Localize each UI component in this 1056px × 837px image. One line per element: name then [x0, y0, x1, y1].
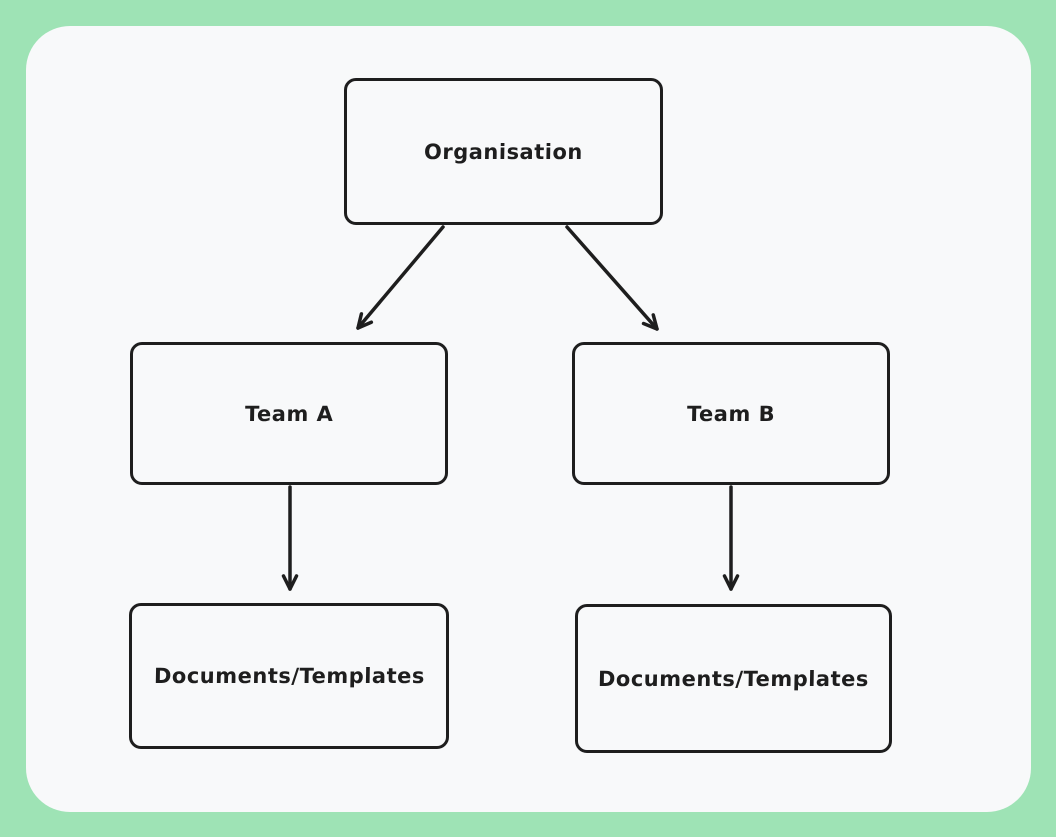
node-documents-templates-a[interactable]: Documents/Templates	[129, 603, 449, 749]
node-team-a-label: Team A	[244, 401, 334, 426]
node-team-a[interactable]: Team A	[130, 342, 448, 485]
diagram-canvas	[26, 26, 1031, 812]
arrow-organisation-to-team-a[interactable]	[356, 225, 445, 330]
node-team-b[interactable]: Team B	[572, 342, 890, 485]
node-organisation[interactable]: Organisation	[344, 78, 663, 225]
arrow-organisation-to-team-b[interactable]	[565, 225, 659, 331]
node-organisation-label: Organisation	[423, 139, 584, 164]
node-documents-templates-b[interactable]: Documents/Templates	[575, 604, 892, 753]
node-team-b-label: Team B	[686, 401, 776, 426]
node-documents-templates-b-label: Documents/Templates	[597, 666, 870, 691]
node-documents-templates-a-label: Documents/Templates	[153, 664, 425, 688]
